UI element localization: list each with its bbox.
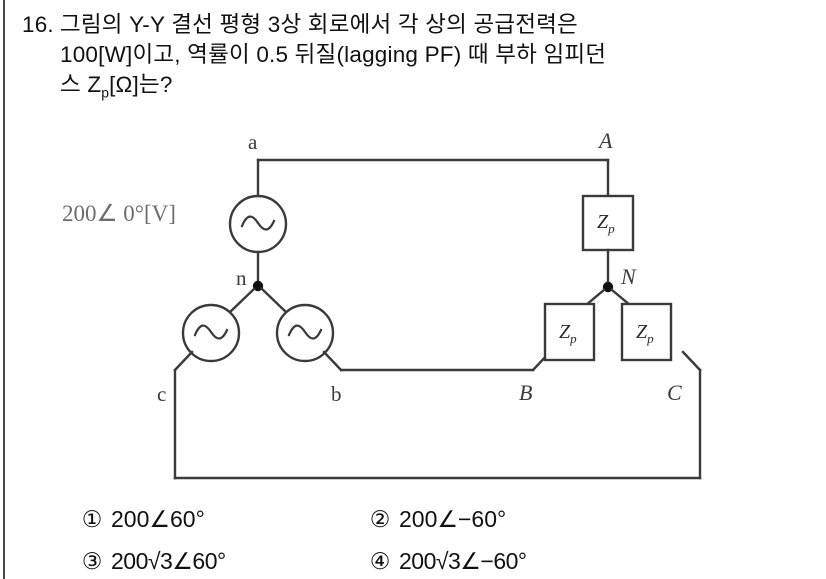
question-number: 16. [22, 12, 54, 37]
node-N-dot [602, 281, 614, 293]
source-a-sine [240, 215, 276, 231]
question-line-2: 100[W]이고, 역률이 0.5 뒤질(lagging PF) 때 부하 임피… [22, 40, 812, 70]
load-label-A-z: Z [597, 211, 609, 233]
choice-1-marker: ① [81, 506, 103, 532]
source-a-circle [228, 194, 288, 254]
source-b-circle [275, 303, 335, 363]
question-line-3-tail: [Ω]는? [109, 72, 173, 97]
load-label-B-z: Z [559, 321, 571, 343]
choice-4[interactable]: ④ 200√3∠−60° [368, 550, 527, 573]
choice-2[interactable]: ② 200∠−60° [368, 506, 507, 532]
load-label-A-sub: p [608, 221, 615, 236]
source-voltage-angle: 0°[V] [117, 201, 176, 226]
wire-N-to-loadC [610, 288, 632, 307]
source-b-sine [287, 324, 323, 340]
wire-source-c-to-c [173, 350, 194, 372]
wire-N-to-loadB [584, 288, 606, 307]
wire-n-to-source-c [228, 287, 256, 314]
load-label-C: Zp [636, 322, 654, 345]
question-text: 16.그림의 Y-Y 결선 평형 3상 회로에서 각 상의 공급전력은 100[… [22, 10, 812, 108]
wire-B-up-to-load [531, 350, 552, 372]
choice-3[interactable]: ③ 200√3∠60° [80, 548, 227, 574]
wire-n-to-source-b [260, 287, 288, 314]
source-c-circle [181, 303, 241, 363]
choice-4-text: 200√3∠−60° [399, 548, 527, 574]
node-label-B: B [519, 380, 533, 405]
question-line-2-text: 100[W]이고, 역률이 0.5 뒤질(lagging PF) 때 부하 임피… [60, 42, 607, 67]
choice-4-marker: ④ [369, 548, 391, 574]
node-label-c: c [157, 382, 167, 406]
source-voltage-label: 200∠ 0°[V] [62, 202, 176, 226]
choice-2-marker: ② [369, 506, 391, 532]
question-line-1-text: 그림의 Y-Y 결선 평형 3상 회로에서 각 상의 공급전력은 [60, 12, 578, 37]
choice-1[interactable]: ① 200∠60° [80, 508, 205, 531]
node-label-A: A [599, 128, 613, 153]
page-edge-border [3, 0, 5, 579]
choice-1-text: 200∠60° [111, 506, 205, 532]
node-label-a: a [248, 130, 258, 154]
choice-3-marker: ③ [81, 548, 103, 574]
question-line-3: 스 Zp[Ω]는? [22, 70, 812, 108]
load-label-B-sub: p [570, 331, 577, 346]
wire-C-to-load [681, 350, 702, 372]
impedance-subscript: p [101, 84, 110, 101]
question-line-3-text: 스 Z [60, 72, 102, 97]
load-label-A: Zp [597, 212, 615, 235]
source-c-sine [193, 324, 229, 340]
wire-source-b-to-b [322, 350, 343, 372]
angle-symbol-icon: ∠ [96, 201, 118, 227]
load-label-C-z: Z [636, 321, 648, 343]
question-line-1: 16.그림의 Y-Y 결선 평형 3상 회로에서 각 상의 공급전력은 [22, 10, 812, 40]
load-label-B: Zp [559, 322, 577, 345]
node-label-n: n [236, 266, 247, 290]
source-voltage-magnitude: 200 [62, 201, 97, 226]
answer-choices: ① 200∠60° ② 200∠−60° ③ 200√3∠60° ④ 200√3∠−60… [0, 498, 826, 578]
choice-3-text: 200√3∠60° [111, 548, 226, 574]
choice-2-text: 200∠−60° [399, 506, 507, 532]
node-label-C: C [667, 380, 682, 405]
load-label-C-sub: p [647, 331, 654, 346]
node-label-N: N [621, 264, 636, 289]
node-n-dot [252, 280, 264, 292]
node-label-b: b [331, 382, 342, 406]
